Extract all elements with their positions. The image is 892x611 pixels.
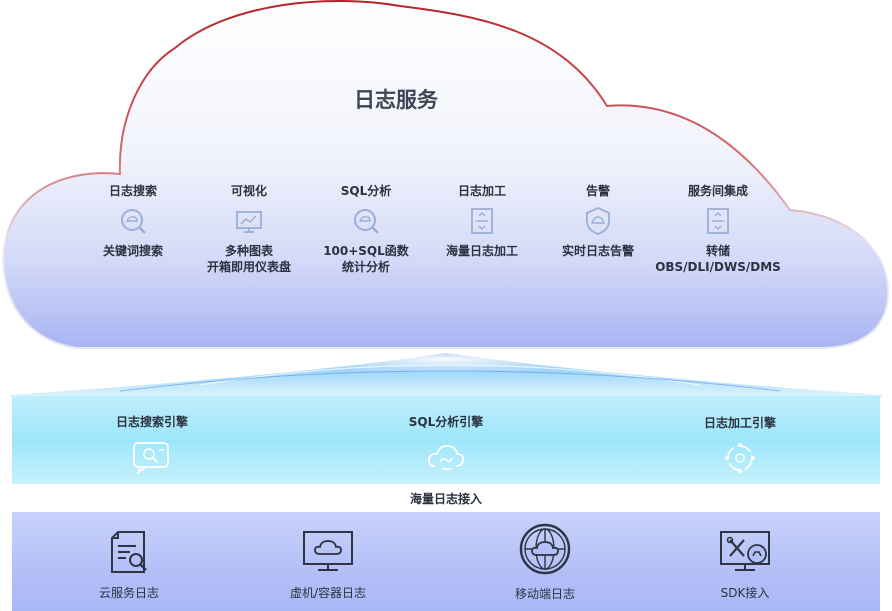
engine-log-search: 日志搜索引擎: [62, 413, 242, 474]
feature-log-search: 日志搜索 关键词搜索: [58, 183, 208, 259]
cloud-shape: [2, 0, 890, 349]
feature-desc: 海量日志加工: [445, 244, 518, 258]
search-icon: [354, 209, 379, 234]
feature-desc: 多种图表 开箱即用仪表盘: [174, 243, 324, 275]
source-label: SDK接入: [720, 586, 770, 600]
feature-desc-line: 转储: [705, 244, 730, 258]
feature-title: 告警: [585, 184, 610, 198]
cloud-title: 日志服务: [354, 88, 438, 112]
ingest-label: 海量日志接入: [409, 492, 482, 506]
feature-desc: 实时日志告警: [561, 244, 634, 258]
source-label: 云服务日志: [98, 586, 159, 600]
document-transfer-icon: [707, 208, 729, 234]
document-transfer-icon: [471, 208, 493, 234]
cycle-process-icon: [725, 443, 755, 473]
feature-title: 日志加工: [457, 184, 506, 198]
engine-log-processing: 日志加工引擎: [650, 414, 830, 475]
globe-cloud-icon: [519, 523, 571, 575]
light-beam: [10, 351, 882, 397]
feature-desc-line: OBS/DLI/DWS/DMS: [655, 260, 781, 274]
chat-search-icon: [133, 442, 169, 474]
search-icon: [121, 209, 146, 234]
feature-desc-line: 开箱即用仪表盘: [206, 260, 291, 274]
shield-alert-icon: [586, 207, 610, 235]
engine-label: SQL分析引擎: [408, 415, 484, 429]
feature-title: 服务间集成: [687, 184, 748, 198]
feature-desc-line: 统计分析: [341, 260, 390, 274]
feature-desc-line: 100+SQL函数: [323, 244, 409, 258]
feature-desc: 关键词搜索: [102, 244, 163, 258]
feature-service-integration: 服务间集成 转储 OBS/DLI/DWS/DMS: [643, 183, 793, 275]
source-sdk-ingest: SDK接入: [670, 530, 820, 601]
feature-title: 日志搜索: [108, 184, 157, 198]
source-label: 虚机/容器日志: [289, 586, 367, 600]
feature-title: SQL分析: [340, 184, 392, 198]
source-cloud-service-log: 云服务日志: [54, 530, 204, 601]
feature-visualization: 可视化 多种图表 开箱即用仪表盘: [174, 183, 324, 275]
cloud-analysis-icon: [427, 445, 465, 470]
engine-sql-analysis: SQL分析引擎: [356, 413, 536, 474]
feature-desc-line: 多种图表: [224, 244, 273, 258]
source-mobile-log: 移动端日志: [470, 523, 620, 602]
source-vm-container-log: 虚机/容器日志: [253, 530, 403, 601]
monitor-chart-icon: [236, 211, 262, 233]
feature-desc: 转储 OBS/DLI/DWS/DMS: [643, 243, 793, 275]
feature-sql-analysis: SQL分析 100+SQL函数 统计分析: [291, 183, 441, 275]
source-layer: [12, 512, 880, 611]
feature-title: 可视化: [230, 184, 267, 198]
engine-label: 日志搜索引擎: [115, 415, 188, 429]
feature-log-processing: 日志加工 海量日志加工: [407, 183, 557, 259]
source-label: 移动端日志: [514, 587, 575, 601]
feature-alarm: 告警 实时日志告警: [523, 183, 673, 259]
monitor-cloud-icon: [303, 531, 353, 571]
sdk-tools-icon: [720, 531, 770, 571]
engine-label: 日志加工引擎: [703, 416, 776, 430]
document-search-icon: [111, 531, 147, 573]
feature-desc: 100+SQL函数 统计分析: [291, 243, 441, 275]
